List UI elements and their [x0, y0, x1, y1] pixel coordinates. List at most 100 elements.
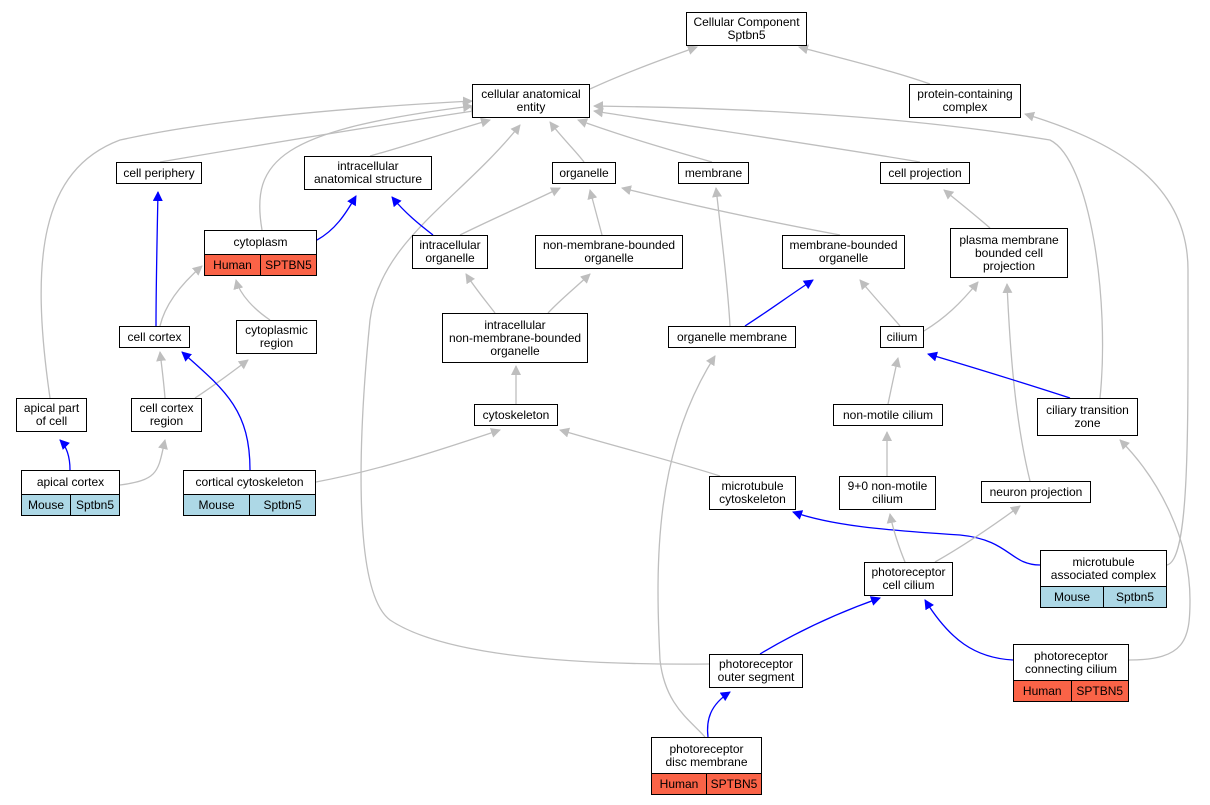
term-node-cell-cortex[interactable]: cell cortex — [119, 326, 190, 348]
edge-intracellular_organelle-to-organelle — [459, 187, 561, 236]
term-label: apical cortex — [22, 471, 119, 494]
edge-apical_part-to-cae — [40, 96, 473, 399]
edge-mbo-to-organelle — [621, 185, 841, 236]
edge-apical_cortex-to-apical_part — [59, 439, 71, 471]
edge-organelle_membrane-to-mbo — [744, 279, 814, 327]
term-node-cytoskeleton[interactable]: cytoskeleton — [474, 404, 558, 426]
species-cell: Mouse — [1053, 589, 1091, 604]
term-label-line: complex — [942, 100, 988, 114]
term-label-line: zone — [1074, 416, 1101, 430]
term-node-non-motile-cilium[interactable]: non-motile cilium — [833, 404, 943, 426]
term-label-line: photoreceptor — [1033, 648, 1109, 663]
term-label-line: ciliary transition — [1046, 403, 1129, 417]
gene-cell: SPTBN5 — [1070, 681, 1129, 701]
edge-ias-to-cae — [369, 117, 491, 157]
term-node-neuron-projection[interactable]: neuron projection — [981, 481, 1091, 503]
species-cell: Human — [213, 257, 252, 272]
term-label-line: organelle — [584, 251, 634, 265]
term-label-line: cytoplasm — [233, 235, 288, 249]
term-label: cell cortex — [120, 327, 189, 347]
term-label-line: apical cortex — [36, 475, 105, 489]
term-label-line: organelle — [490, 343, 540, 358]
species-cell: Mouse — [27, 497, 65, 512]
term-node-cilium[interactable]: cilium — [880, 326, 924, 348]
term-label-line: non-membrane-bounded — [448, 330, 582, 345]
gene-cell: SPTBN5 — [706, 774, 761, 794]
edge-pdm-to-pos — [706, 691, 731, 738]
term-label: non-motile cilium — [834, 405, 942, 425]
term-node-organelle-membrane[interactable]: organelle membrane — [668, 326, 796, 348]
edge-cortical_cytoskeleton-to-cell_cortex — [181, 351, 251, 471]
term-label: neuron projection — [982, 482, 1090, 502]
term-label: cortical cytoskeleton — [184, 471, 315, 494]
term-label-line: non-motile cilium — [842, 407, 934, 422]
term-node-cell-periphery[interactable]: cell periphery — [116, 162, 202, 184]
term-label-line: neuron projection — [989, 484, 1083, 499]
species-cell: Mouse — [198, 497, 235, 512]
edge-pdm-to-organelle_membrane — [657, 355, 716, 738]
edge-cell_cortex_region-to-cytoplasmic_region — [194, 359, 249, 399]
term-label: organelle — [553, 163, 615, 183]
term-label-line: 9+0 non-motile — [847, 479, 928, 493]
term-label-line: intracellular — [484, 317, 546, 332]
term-label-line: intracellular — [337, 159, 399, 173]
edge-pmbcp-to-cell_projection — [943, 189, 991, 229]
term-label-line: Cellular Component — [693, 15, 800, 29]
term-node-cell-projection[interactable]: cell projection — [880, 162, 970, 184]
term-node-membrane[interactable]: membrane — [678, 162, 749, 184]
term-label-line: of cell — [35, 414, 68, 428]
term-label-line: non-membrane-bounded — [542, 238, 676, 252]
term-label-line: photoreceptor — [871, 565, 946, 579]
edge-cell_cortex-to-cytoplasm — [159, 265, 203, 327]
edge-cell_periphery-to-cae — [159, 106, 481, 163]
term-label-line: microtubule — [1072, 554, 1135, 569]
edge-cilium-to-pmbcp — [923, 281, 979, 332]
term-label-line: membrane-bounded — [789, 238, 898, 252]
edge-organelle_membrane-to-membrane — [712, 187, 731, 327]
term-label-line: cell cortex — [139, 401, 194, 415]
term-label-line: cytoskeleton — [482, 407, 550, 422]
term-label-line: organelle — [559, 165, 609, 180]
term-node-organelle[interactable]: organelle — [552, 162, 616, 184]
edge-pos-to-cae — [360, 124, 710, 665]
